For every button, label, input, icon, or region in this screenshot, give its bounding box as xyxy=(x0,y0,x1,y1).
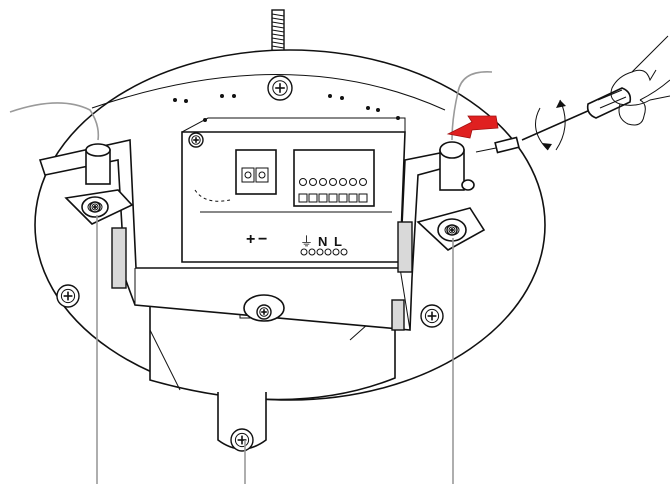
insert-arrow-icon xyxy=(446,115,499,139)
screwdriver-icon xyxy=(521,87,632,141)
wire-ferrule xyxy=(475,136,520,154)
dc-terminal-block xyxy=(235,149,277,195)
mounting-hole xyxy=(328,94,332,98)
screw-icon xyxy=(89,201,101,213)
mounting-hole xyxy=(366,106,370,110)
left-cable xyxy=(9,102,100,141)
screw-icon xyxy=(256,304,272,320)
mounting-hole xyxy=(184,99,188,103)
mounting-hole xyxy=(340,96,344,100)
ac-terminal-block xyxy=(293,149,375,207)
screw-icon xyxy=(56,284,80,308)
left-cable-gland xyxy=(111,227,127,289)
screw-icon xyxy=(267,75,293,101)
screw-icon xyxy=(446,224,458,236)
right-cable xyxy=(451,71,493,141)
earth-label: ⏚ xyxy=(300,234,313,249)
right-cable-gland xyxy=(397,221,413,273)
screw-icon xyxy=(420,304,444,328)
dc-plus-label: + xyxy=(246,231,255,248)
callout-lines xyxy=(96,215,454,484)
live-label: L xyxy=(334,234,342,249)
screw-icon xyxy=(230,428,254,452)
mounting-hole xyxy=(220,94,224,98)
mounting-hole xyxy=(173,98,177,102)
hand-icon xyxy=(610,35,670,126)
neutral-label: N xyxy=(318,234,327,249)
rotation-arrows-icon xyxy=(535,99,566,151)
mounting-hole xyxy=(376,108,380,112)
mounting-hole xyxy=(232,94,236,98)
housing-body xyxy=(149,299,396,450)
dc-minus-label: − xyxy=(258,231,267,248)
screw-icon xyxy=(188,132,204,148)
terminal-box: + − ⏚ N L xyxy=(181,117,406,263)
